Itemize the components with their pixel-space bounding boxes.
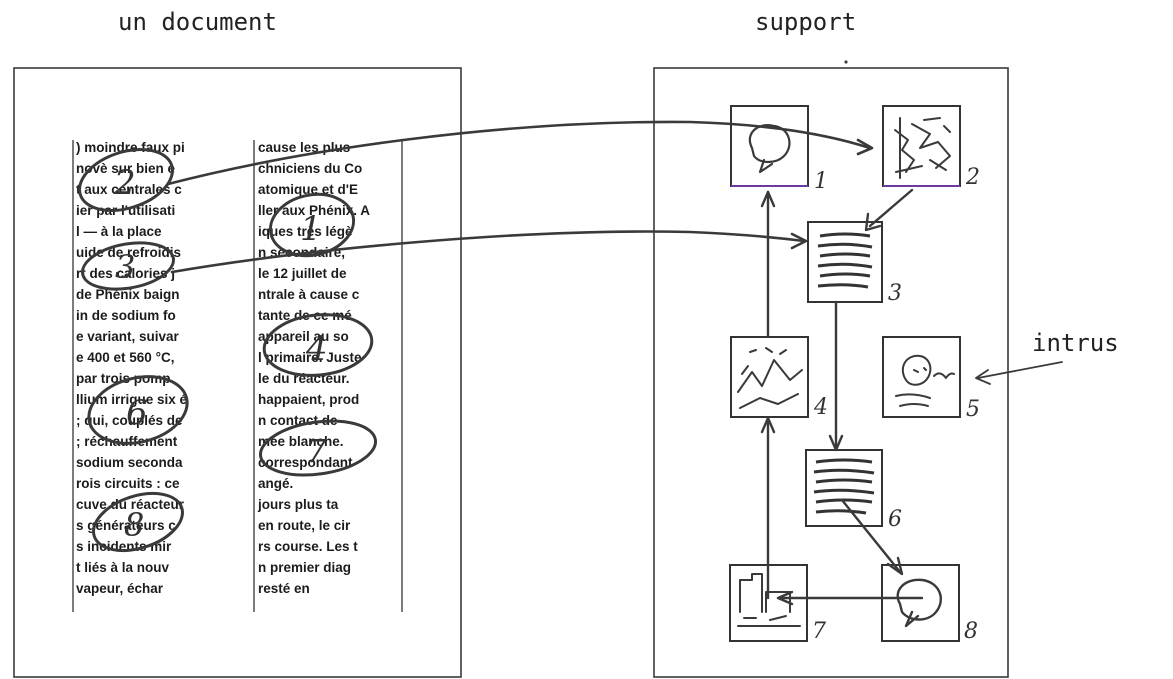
svg-text:2: 2	[113, 163, 136, 203]
support-figure-6: 6	[806, 450, 902, 532]
intrus-label: intrus	[1032, 329, 1119, 357]
document-label: un document	[118, 8, 277, 36]
doc-line: cause les plus	[258, 140, 350, 155]
doc-line: mée blanche.	[258, 434, 344, 449]
svg-text:4: 4	[305, 329, 328, 369]
svg-text:4: 4	[813, 395, 828, 420]
support-figure-8: 8	[882, 565, 978, 644]
doc-line: ) moindre faux pi	[76, 140, 185, 155]
doc-line: en route, le cir	[258, 518, 351, 533]
svg-text:6: 6	[888, 507, 902, 532]
support-figure-1: 1	[731, 106, 828, 194]
doc-line: happaient, prod	[258, 392, 359, 407]
doc-line: ntrale à cause c	[258, 287, 360, 302]
arrow-2-to-3	[870, 190, 912, 226]
svg-text:1: 1	[814, 169, 828, 194]
svg-text:8: 8	[124, 506, 144, 544]
doc-line: l — à la place	[76, 224, 162, 239]
doc-line: angé.	[258, 476, 293, 491]
support-figure-2: 2	[883, 106, 980, 190]
support-figure-5: 5	[883, 337, 980, 422]
svg-text:2: 2	[965, 165, 980, 190]
intrus-pointer	[978, 362, 1062, 378]
support-figure-7: 7	[730, 565, 826, 644]
svg-text:1: 1	[300, 209, 322, 249]
doc-line: le 12 juillet de	[258, 266, 347, 281]
doc-line: rois circuits : ce	[76, 476, 180, 491]
doc-line: resté en	[258, 581, 310, 596]
doc-line: in de sodium fo	[76, 308, 176, 323]
support-label: support	[755, 8, 856, 36]
doc-line: e variant, suivar	[76, 329, 180, 344]
doc-line: t liés à la nouv	[76, 560, 170, 575]
doc-line: vapeur, échar	[76, 581, 164, 596]
doc-line: sodium seconda	[76, 455, 183, 470]
svg-text:7: 7	[306, 432, 327, 470]
support-figure-4: 4	[731, 337, 828, 420]
doc-line: rs course. Les t	[258, 539, 358, 554]
svg-text:3: 3	[115, 248, 135, 286]
doc-line: chniciens du Co	[258, 161, 362, 176]
doc-line: n premier diag	[258, 560, 351, 575]
support-figure-3: 3	[808, 222, 902, 306]
svg-text:6: 6	[126, 393, 148, 433]
ink-dot	[844, 60, 847, 63]
doc-line: jours plus ta	[257, 497, 339, 512]
svg-text:8: 8	[964, 619, 978, 644]
doc-line: e 400 et 560 °C,	[76, 350, 174, 365]
svg-text:7: 7	[812, 619, 826, 644]
svg-text:5: 5	[966, 397, 980, 422]
svg-text:3: 3	[888, 281, 902, 306]
